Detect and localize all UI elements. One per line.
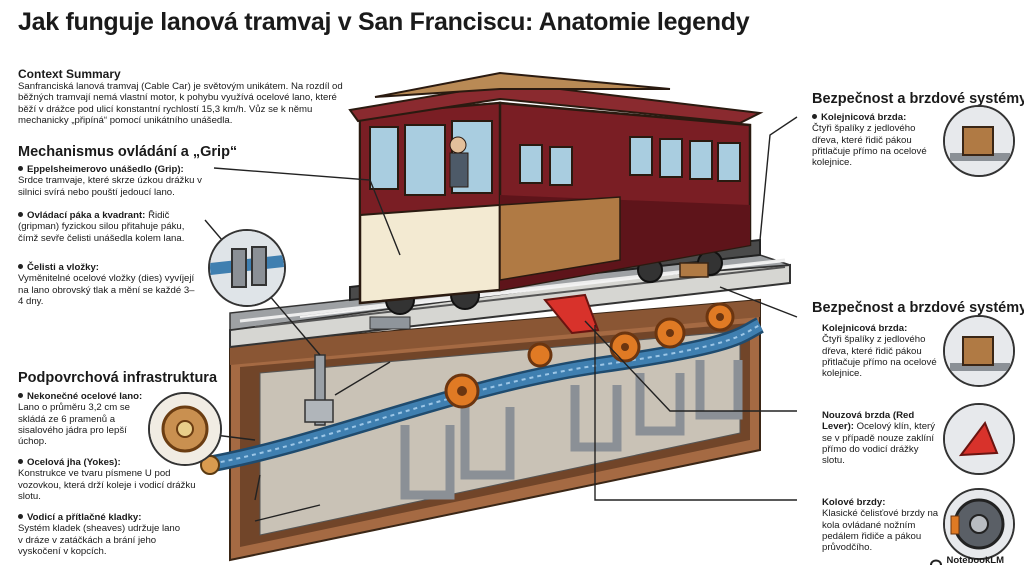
cable-cross-section-thumbnail [148, 392, 222, 466]
context-text: Sanfranciská lanová tramvaj (Cable Car) … [18, 81, 343, 126]
grip-heading: Mechanismus ovládání a „Grip“ [18, 144, 238, 160]
wheel-brake-icon [945, 490, 1013, 558]
wood-brake-block-icon [945, 107, 1013, 175]
item-text: Vyměnitelné ocelové vložky (dies) vyvíje… [18, 273, 195, 307]
item-title: Nouzová brzda (Red Lever): [822, 410, 915, 433]
context-heading: Context Summary [18, 67, 121, 81]
item-text: Systém kladek (sheaves) udržuje lano v d… [18, 523, 181, 557]
logo-label: NotebookLM [946, 555, 1004, 566]
item-text: Řidič (gripman) fyzickou silou přitahuje… [18, 210, 185, 244]
brake-group [543, 262, 709, 335]
safety-top-heading: Bezpečnost a brzdové systémy [812, 91, 1024, 107]
item-title: Eppelsheimerovo unášedlo (Grip): [27, 164, 184, 175]
item-title: Ovládací páka a kvadrant: [27, 210, 146, 221]
bullet-icon [18, 459, 23, 464]
grip-item-2: Ovládací páka a kvadrant: Řidič (gripman… [18, 210, 203, 244]
bullet-icon [18, 212, 23, 217]
item-text: Klasické čelisťové brzdy na kola ovládan… [822, 508, 939, 554]
infra-item-1: Nekonečné ocelové lano: Lano o průměru 3… [18, 391, 153, 447]
context-summary: Context Summary Sanfranciská lanová tram… [18, 67, 353, 126]
rail-brake-thumbnail [943, 315, 1015, 387]
cable-car [348, 71, 764, 315]
bullet-icon [18, 514, 23, 519]
infra-item-3: Vodicí a přítlačné kladky: Systém kladek… [18, 512, 183, 557]
item-text: Čtyři špalíky z jedlového dřeva, které ř… [812, 123, 927, 169]
wheel-brake-thumbnail [943, 488, 1015, 560]
wood-brake-block-icon [945, 317, 1013, 385]
item-title: Kolejnicová brzda: [821, 112, 907, 123]
page-title: Jak funguje lanová tramvaj v San Francis… [18, 8, 750, 36]
safety-heading: Bezpečnost a brzdové systémy [812, 300, 1024, 316]
yoke-group [400, 360, 743, 500]
notebooklm-logo: NotebookLM [930, 555, 1004, 566]
emergency-brake-thumbnail [943, 403, 1015, 475]
item-title: Vodicí a přítlačné kladky: [27, 512, 142, 523]
item-text: Čtyři špalíky z jedlového dřeva, které ř… [822, 334, 937, 380]
infra-heading: Podpovrchová infrastruktura [18, 370, 218, 386]
item-text: Konstrukce ve tvaru písmene U pod vozovk… [18, 468, 196, 502]
bullet-icon [18, 393, 23, 398]
item-text: Lano o průměru 3,2 cm se skládá ze 6 pra… [18, 402, 130, 448]
bullet-icon [18, 264, 23, 269]
safety-item-2: Nouzová brzda (Red Lever): Ocelový klín,… [822, 410, 940, 466]
item-text: Ocelový klín, který se v případě nouze z… [822, 421, 936, 467]
red-wedge-icon [945, 405, 1013, 473]
leader-lines [204, 116, 798, 522]
grip-item-1: Eppelsheimerovo unášedlo (Grip): Srdce t… [18, 164, 228, 198]
bullet-icon [812, 114, 817, 119]
item-title: Kolejnicová brzda: [822, 323, 908, 334]
grip-mechanism [304, 316, 411, 426]
grip-jaws-thumbnail [208, 229, 286, 307]
rail-brake-thumbnail-top [943, 105, 1015, 177]
item-title: Čelisti a vložky: [27, 262, 99, 273]
sheave-group [444, 302, 735, 409]
item-title: Kolové brzdy: [822, 497, 886, 508]
safety-item-1: Kolejnicová brzda: Čtyři špalíky z jedlo… [822, 323, 942, 379]
item-text: Srdce tramvaje, které skrze úzkou drážku… [18, 175, 202, 198]
item-title: Nekonečné ocelové lano: [27, 391, 143, 402]
item-title: Ocelová jha (Yokes): [27, 457, 121, 468]
steel-cable [200, 317, 764, 475]
infra-item-2: Ocelová jha (Yokes): Konstrukce ve tvaru… [18, 457, 203, 502]
cable-car-diagram [200, 71, 798, 562]
cable-cross-section-icon [150, 394, 220, 464]
safety-item-3: Kolové brzdy: Klasické čelisťové brzdy n… [822, 497, 947, 553]
grip-item-3: Čelisti a vložky: Vyměnitelné ocelové vl… [18, 262, 198, 307]
bullet-icon [18, 166, 23, 171]
safety-top-item: Kolejnicová brzda: Čtyři špalíky z jedlo… [812, 112, 940, 168]
grip-jaws-icon [210, 231, 284, 305]
notebooklm-logo-icon [930, 559, 943, 565]
